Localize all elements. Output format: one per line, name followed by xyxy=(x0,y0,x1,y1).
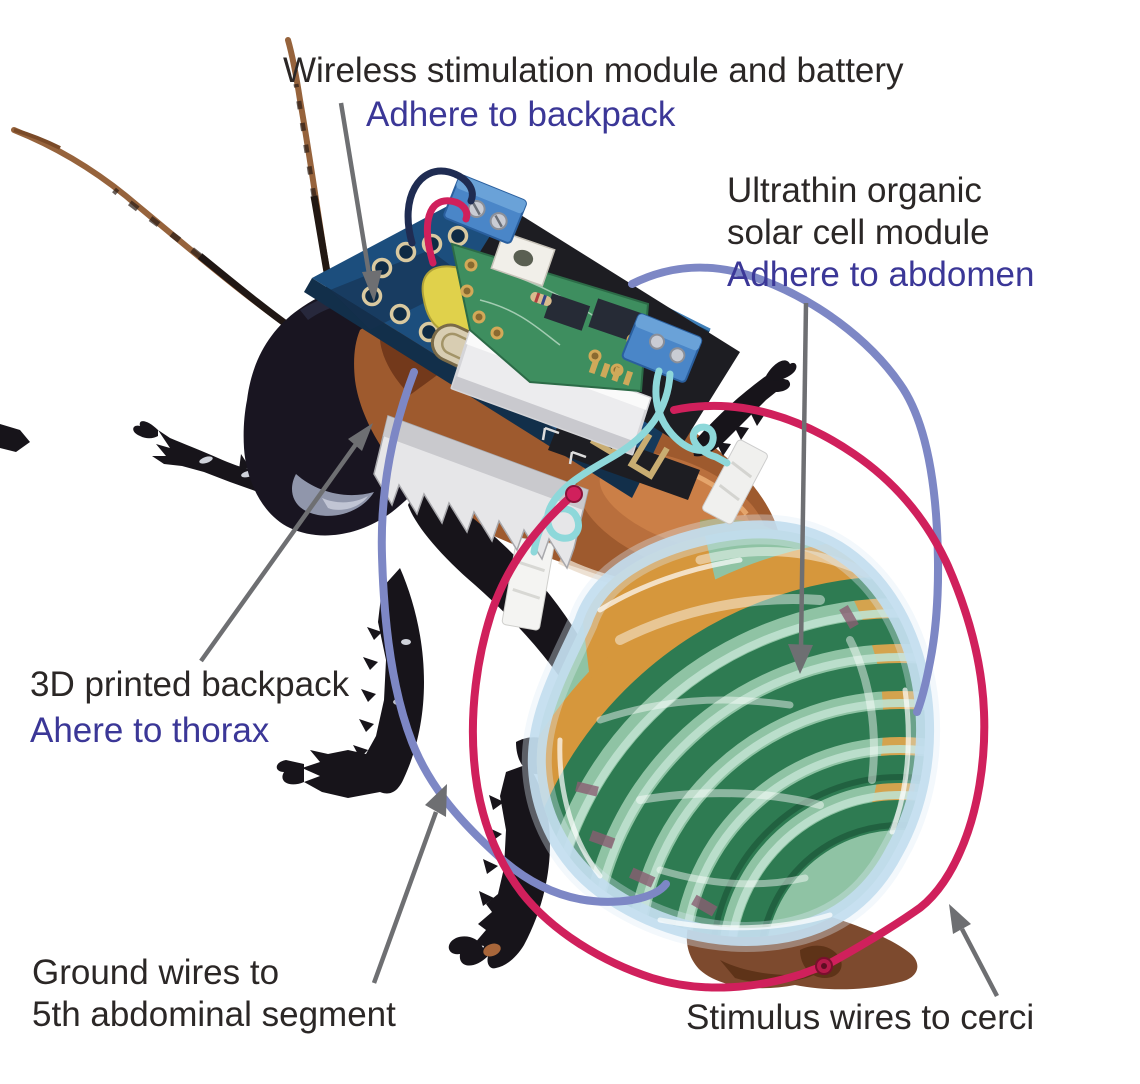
label-solar-line2: solar cell module xyxy=(727,213,990,252)
wire-navy xyxy=(404,167,476,247)
leader-backpack xyxy=(199,438,361,663)
pcb-green xyxy=(450,231,650,393)
wire-ground-periwinkle xyxy=(377,263,942,906)
tape-right xyxy=(702,439,768,525)
leader-solar xyxy=(798,302,809,649)
terminal-block-top xyxy=(443,174,527,244)
annotation-arrows xyxy=(199,102,999,998)
leader-ground xyxy=(371,811,439,984)
leader-stimulus xyxy=(960,927,999,998)
arrowhead-stimulus xyxy=(949,904,971,934)
label-stimulus: Stimulus wires to cerci xyxy=(686,998,1035,1037)
arrowhead-solar xyxy=(788,644,813,674)
leg-fragment xyxy=(0,424,30,452)
label-ground-line2: 5th abdominal segment xyxy=(32,995,396,1034)
label-solar-title: Ultrathin organic solar cell module xyxy=(727,170,990,254)
wire-terminal-cerci xyxy=(815,957,833,975)
wire-terminal-pcb xyxy=(565,485,583,503)
label-module-adhere: Adhere to backpack xyxy=(366,95,676,134)
label-module-title: Wireless stimulation module and battery xyxy=(283,51,904,90)
resistor xyxy=(530,292,552,306)
terminal-block-right xyxy=(621,313,703,383)
wire-red-short xyxy=(423,197,471,267)
film-border xyxy=(527,520,935,946)
label-ground: Ground wires to 5th abdominal segment xyxy=(32,952,396,1036)
label-backpack-title: 3D printed backpack xyxy=(30,665,350,704)
label-solar-adhere: Adhere to abdomen xyxy=(727,255,1035,294)
arrowhead-module xyxy=(362,270,382,302)
label-backpack-adhere: Ahere to thorax xyxy=(30,711,270,750)
ir-receiver xyxy=(490,231,556,287)
label-solar-line1: Ultrathin organic xyxy=(727,171,982,210)
arrowhead-backpack xyxy=(348,423,373,451)
arrowhead-ground xyxy=(425,784,447,817)
leader-module xyxy=(338,102,374,287)
label-ground-line1: Ground wires to xyxy=(32,953,280,992)
wire-stimulus-crimson xyxy=(468,401,989,992)
antenna-left-icon xyxy=(11,127,303,337)
